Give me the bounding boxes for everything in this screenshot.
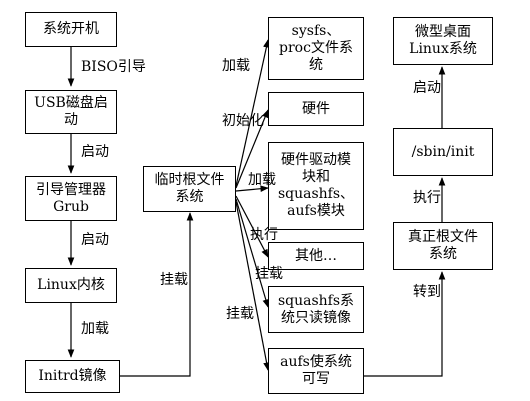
arrow-tmproot-drivers bbox=[235, 185, 269, 193]
node-usb: USB磁盘启 动 bbox=[25, 90, 117, 134]
label-bios-boot: BISO引导 bbox=[81, 59, 146, 75]
arrow-tmproot-squashfs bbox=[235, 198, 270, 308]
node-squashfs: squashfs系 统只读镜像 bbox=[268, 286, 364, 333]
node-initrd: Initrd镜像 bbox=[25, 360, 120, 393]
arrow-tmproot-sysfs bbox=[235, 39, 270, 187]
label-start-2: 启动 bbox=[81, 232, 109, 248]
node-grub: 引导管理器 Grub bbox=[25, 176, 117, 221]
arrow-initrd-tmproot bbox=[120, 212, 194, 377]
label-exec-2: 执行 bbox=[413, 190, 441, 206]
node-other: 其他… bbox=[268, 242, 364, 270]
node-sbininit: /sbin/init bbox=[393, 128, 493, 176]
label-init: 初始化 bbox=[222, 113, 264, 129]
arrow-tmproot-other bbox=[235, 195, 269, 258]
node-hardware: 硬件 bbox=[268, 92, 364, 126]
node-desktop: 微型桌面 Linux系统 bbox=[393, 17, 493, 65]
node-kernel: Linux内核 bbox=[25, 268, 117, 303]
arrow-tmproot-hardware bbox=[235, 109, 269, 189]
label-load-1: 加载 bbox=[81, 321, 109, 337]
arrow-tmproot-aufs bbox=[235, 201, 270, 371]
label-start-1: 启动 bbox=[81, 144, 109, 160]
node-tmproot: 临时根文件 系统 bbox=[143, 166, 236, 212]
label-mount-3: 挂载 bbox=[226, 306, 254, 322]
label-load-2: 加载 bbox=[222, 58, 250, 74]
node-sysfs: sysfs、 proc文件系 统 bbox=[268, 17, 364, 80]
label-exec-1: 执行 bbox=[250, 227, 278, 243]
label-mount-1: 挂载 bbox=[160, 272, 188, 288]
node-drivers: 硬件驱动模 块和 squashfs、 aufs模块 bbox=[268, 142, 364, 230]
label-start-3: 启动 bbox=[413, 80, 441, 96]
label-load-3: 加载 bbox=[248, 172, 276, 188]
label-mount-2: 挂载 bbox=[255, 266, 283, 282]
arrow-aufs-realroot bbox=[364, 271, 446, 377]
node-boot: 系统开机 bbox=[25, 12, 117, 47]
node-aufs: aufs使系统 可写 bbox=[268, 348, 364, 394]
label-goto: 转到 bbox=[413, 284, 441, 300]
node-realroot: 真正根文件 系统 bbox=[393, 222, 493, 270]
